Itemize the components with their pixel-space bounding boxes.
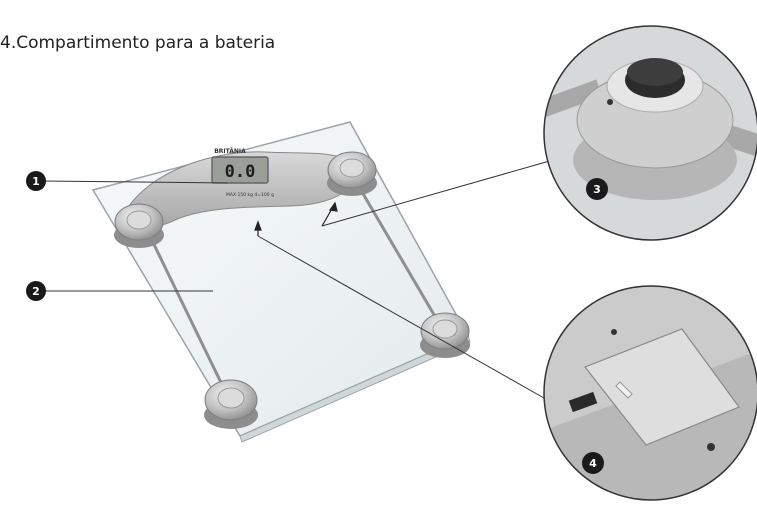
leader-lines — [40, 159, 554, 403]
lcd-reading: 0.0 — [225, 162, 256, 182]
battery-cover-icon — [584, 328, 740, 446]
foot-top-right — [327, 151, 377, 196]
svg-text:4: 4 — [589, 457, 597, 470]
rod-right — [350, 174, 445, 331]
callout-4: 4 — [582, 452, 604, 474]
glass-edge — [239, 335, 471, 443]
arrow-icon — [254, 201, 338, 236]
lcd-display — [211, 156, 269, 184]
callout-1: 1 — [26, 171, 46, 191]
foot-top-left — [114, 203, 164, 248]
svg-text:1: 1 — [32, 175, 40, 188]
capacity-label: MAX 150 kg d=100 g — [226, 192, 274, 198]
rod-left — [144, 227, 230, 398]
foot-bottom-left — [204, 379, 258, 429]
svg-text:2: 2 — [32, 285, 40, 298]
page-title: 4.Compartimento para a bateria — [0, 33, 276, 53]
brand-label: BRITÂNIA — [214, 148, 246, 155]
svg-text:3: 3 — [593, 183, 601, 196]
zoom-foot-detail — [543, 25, 757, 241]
zoom-battery-compartment — [543, 285, 757, 501]
callout-3: 3 — [586, 178, 608, 200]
callout-2: 2 — [26, 281, 46, 301]
foot-bottom-right — [420, 312, 470, 358]
